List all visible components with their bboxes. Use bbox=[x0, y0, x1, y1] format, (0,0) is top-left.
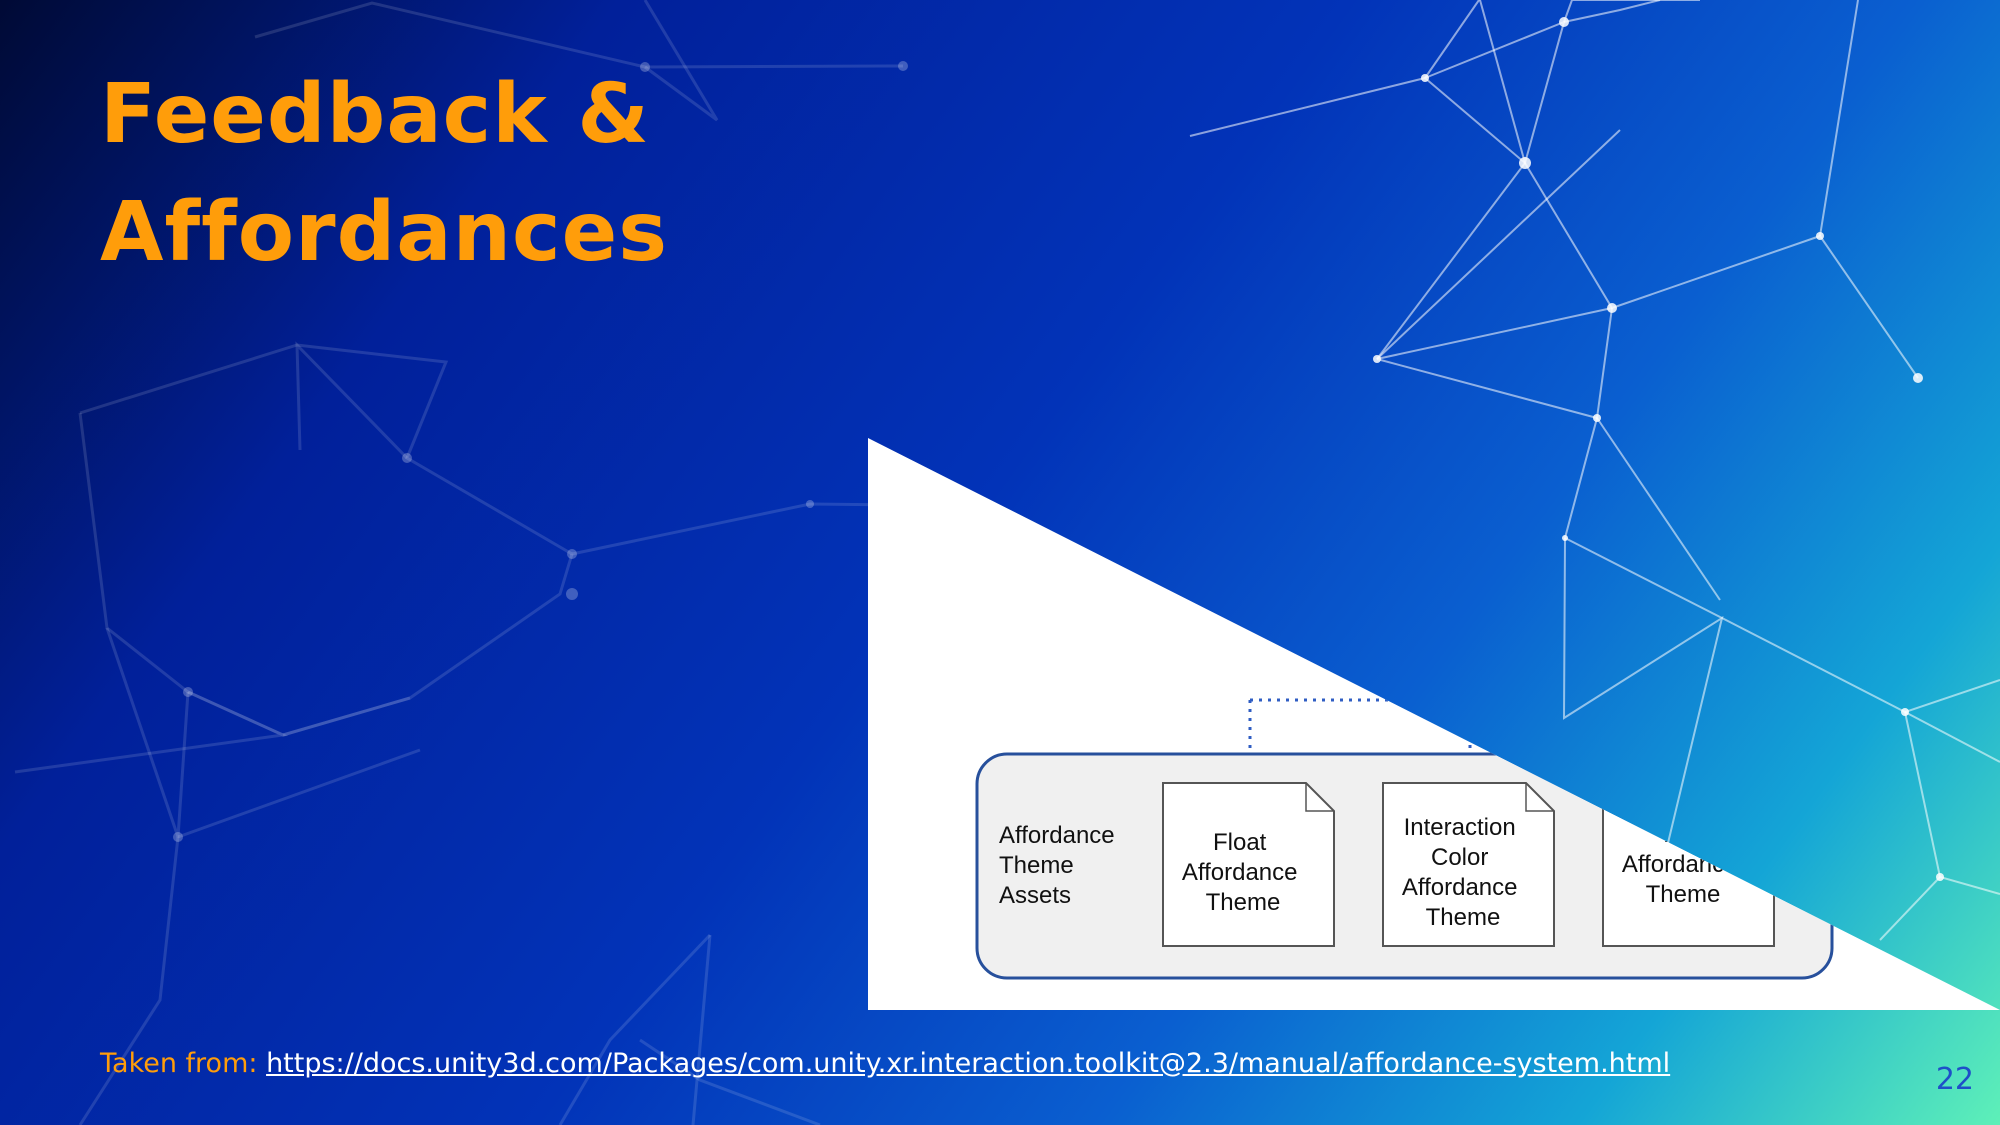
title-line-2: Affordances bbox=[100, 185, 669, 280]
float-affordance-theme-doc: Float Affordance Theme bbox=[1162, 782, 1335, 947]
svg-text:Float Affordance: Float Affordance Theme bbox=[1182, 829, 1304, 916]
svg-text:Interaction Color: Interaction Color Affordance Theme bbox=[1402, 814, 1524, 931]
float-theme-line-1: Float bbox=[1213, 829, 1267, 856]
float-theme-line-2: Affordance bbox=[1182, 859, 1298, 886]
source-caption: Taken from: https://docs.unity3d.com/Pac… bbox=[100, 1048, 1670, 1079]
third-theme-line-2: Affordance bbox=[1622, 851, 1738, 878]
third-theme-line-1: Au bbox=[1665, 821, 1694, 848]
third-theme-line-3: Theme bbox=[1646, 881, 1721, 908]
group-label-line-1: Affordance bbox=[999, 822, 1115, 849]
slide-title: Feedback & Affordances bbox=[100, 56, 1000, 292]
interaction-color-affordance-theme-doc: Interaction Color Affordance Theme bbox=[1382, 782, 1555, 947]
color-theme-line-2: Color bbox=[1431, 844, 1488, 871]
title-line-1: Feedback & bbox=[100, 67, 650, 162]
affordance-theme-diagram: Affordance Theme Assets Float Affordance… bbox=[868, 438, 2000, 1010]
audio-affordance-theme-doc: Au Affordance Theme bbox=[1602, 782, 1775, 947]
color-theme-line-4: Theme bbox=[1426, 904, 1501, 931]
color-theme-line-1: Interaction bbox=[1404, 814, 1516, 841]
source-prefix: Taken from: bbox=[100, 1048, 267, 1079]
color-theme-line-3: Affordance bbox=[1402, 874, 1518, 901]
group-label-line-2: Theme bbox=[999, 852, 1074, 879]
source-link[interactable]: https://docs.unity3d.com/Packages/com.un… bbox=[266, 1048, 1671, 1079]
float-theme-line-3: Theme bbox=[1206, 889, 1281, 916]
group-label: Affordance Theme Assets bbox=[999, 822, 1121, 909]
group-label-line-3: Assets bbox=[999, 882, 1071, 909]
page-number: 22 bbox=[1935, 1062, 1974, 1097]
